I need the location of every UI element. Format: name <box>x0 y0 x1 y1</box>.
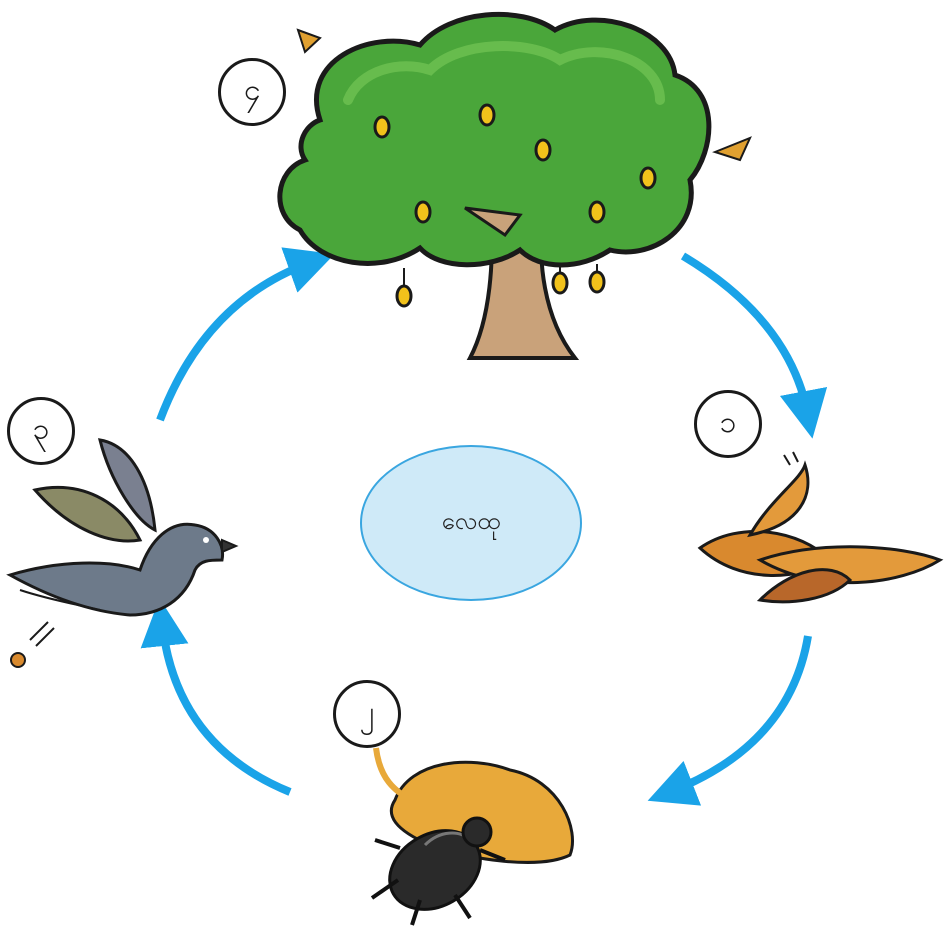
step-badge-leaves: ၁ <box>694 390 762 458</box>
beetle-icon <box>370 747 574 926</box>
tree-icon <box>277 11 752 360</box>
arrow-leaves-to-beetle <box>647 635 812 806</box>
step-badge-tree: ၄ <box>218 58 286 126</box>
arrow-tree-to-leaves <box>680 252 828 439</box>
bird-icon <box>6 438 239 668</box>
step-badge-beetle: ၂ <box>333 680 401 748</box>
atmosphere-ellipse: လေထု <box>360 445 582 601</box>
atmosphere-label: လေထု <box>441 507 501 535</box>
arrow-beetle-to-bird <box>140 598 292 796</box>
fallen-leaves-icon <box>697 451 944 604</box>
arrow-bird-to-tree <box>156 247 335 422</box>
step-badge-bird: ၃ <box>7 397 75 465</box>
